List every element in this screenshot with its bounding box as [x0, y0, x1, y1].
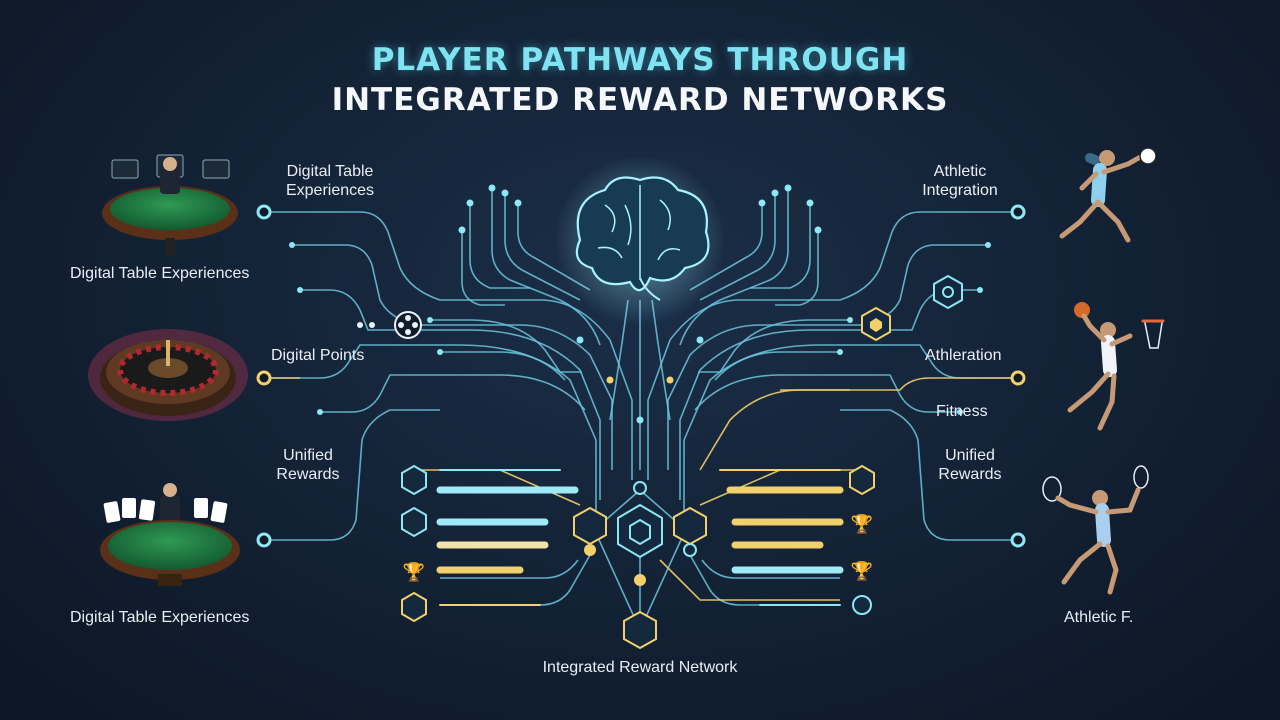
left-progress-bars — [436, 469, 579, 606]
circuit-traces — [268, 190, 1012, 632]
right-progress-bars — [719, 469, 844, 606]
film-reel-icon — [357, 311, 422, 339]
right-bar-icons: 🏆 🏆 — [849, 464, 875, 615]
poker-table-illustration — [102, 154, 238, 256]
right-node-label-3: Unified Rewards — [930, 446, 1010, 484]
right-card-label-3: Athletic F. — [1064, 609, 1134, 626]
basketball-player-illustration — [1067, 302, 1165, 431]
roulette-wheel-illustration — [88, 329, 248, 421]
left-node-label-3: Unified Rewards — [268, 446, 348, 484]
right-fitness-label: Fitness — [936, 403, 988, 420]
right-node-label-1-line-1: Athletic — [933, 163, 987, 180]
svg-text:🏆: 🏆 — [851, 560, 873, 581]
blackjack-table-illustration — [100, 483, 240, 586]
right-node-label-1: Athletic Integration — [910, 162, 1010, 200]
left-node-label-2: Digital Points — [271, 347, 365, 364]
circuit-nodes — [289, 184, 991, 424]
title-line-1: PLAYER PATHWAYS THROUGH — [371, 42, 909, 78]
left-card-label-3: Digital Table Experiences — [70, 609, 250, 626]
left-node-label-1-line-1: Digital Table — [286, 163, 374, 180]
left-card-label-1: Digital Table Experiences — [70, 265, 250, 282]
svg-text:🏆: 🏆 — [403, 561, 425, 582]
left-node-label-1: Digital Table Experiences — [270, 162, 390, 200]
svg-text:🏆: 🏆 — [851, 513, 873, 534]
right-node-label-2: Athleration — [925, 347, 1002, 364]
center-network-label: Integrated Reward Network — [542, 659, 738, 676]
soccer-player-illustration — [1059, 147, 1157, 243]
brain-icon — [555, 155, 725, 325]
title-line-2: INTEGRATED REWARD NETWORKS — [331, 82, 949, 118]
left-bar-icons: 🏆 — [401, 464, 427, 623]
right-hex-icons — [861, 274, 963, 342]
tennis-player-illustration — [1042, 465, 1149, 595]
left-node-label-1-line-2: Experiences — [285, 182, 375, 199]
right-node-label-1-line-2: Integration — [922, 182, 998, 199]
endpoint-rings — [256, 204, 1026, 548]
right-node-label-3-line-2: Rewards — [938, 466, 1002, 483]
right-node-label-3-line-1: Unified — [945, 447, 995, 464]
left-node-label-3-line-1: Unified — [283, 447, 333, 464]
hexagon-hub — [573, 481, 707, 650]
left-node-label-3-line-2: Rewards — [276, 466, 340, 483]
